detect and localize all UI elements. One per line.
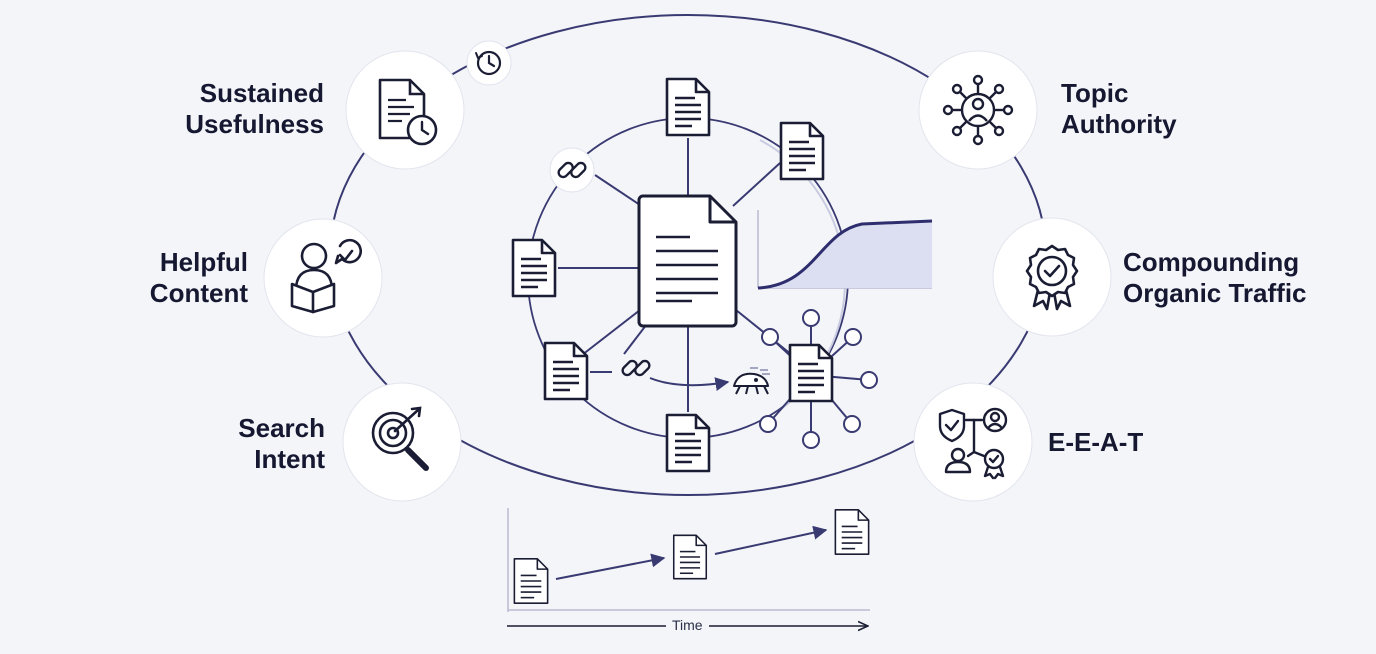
- document-icon: [834, 509, 870, 555]
- compounding-organic-traffic-node: [992, 217, 1112, 337]
- link-icon: [619, 357, 653, 379]
- document-icon: [513, 558, 549, 604]
- topic-authority-node: [918, 50, 1038, 170]
- eeat-label: E-E-A-T: [1048, 427, 1144, 457]
- eeat-node: [913, 382, 1033, 502]
- timeline-chart: [507, 508, 870, 626]
- document-icon: [543, 341, 589, 401]
- document-icon: [665, 413, 711, 473]
- trust-credentials-icon: [938, 407, 1008, 480]
- link-badge-bottom: [619, 357, 653, 379]
- sustained-usefulness-label: Sustained Usefulness: [185, 78, 324, 139]
- helpful-content-label: Helpful Content: [149, 247, 248, 308]
- document-icon: [511, 238, 557, 298]
- growth-curve-chart: [757, 210, 933, 290]
- central-hub-document-icon: [637, 194, 738, 328]
- search-intent-label: Search Intent: [238, 413, 325, 474]
- document-icon: [779, 121, 825, 181]
- time-axis-label: Time: [666, 617, 709, 633]
- target-search-icon: [371, 406, 429, 471]
- search-intent-node: [342, 382, 462, 502]
- sustained-usefulness-node: [345, 50, 465, 170]
- link-badge-top: [549, 147, 595, 193]
- document-icon: [665, 77, 711, 137]
- clock-badge: [466, 40, 512, 86]
- network-person-icon: [942, 74, 1014, 146]
- helpful-content-node: [263, 218, 383, 338]
- document-icon: [788, 343, 834, 403]
- award-badge-icon: [1025, 244, 1079, 311]
- document-icon: [672, 534, 708, 580]
- compounding-organic-traffic-label: Compounding Organic Traffic: [1123, 247, 1307, 308]
- link-to-crawler-arrow: [649, 377, 730, 391]
- crawler-bot-icon: [733, 367, 770, 395]
- document-clock-icon: [378, 78, 438, 146]
- hub-spokes: [558, 138, 793, 412]
- reader-approved-icon: [290, 238, 362, 314]
- topic-authority-label: Topic Authority: [1061, 78, 1177, 139]
